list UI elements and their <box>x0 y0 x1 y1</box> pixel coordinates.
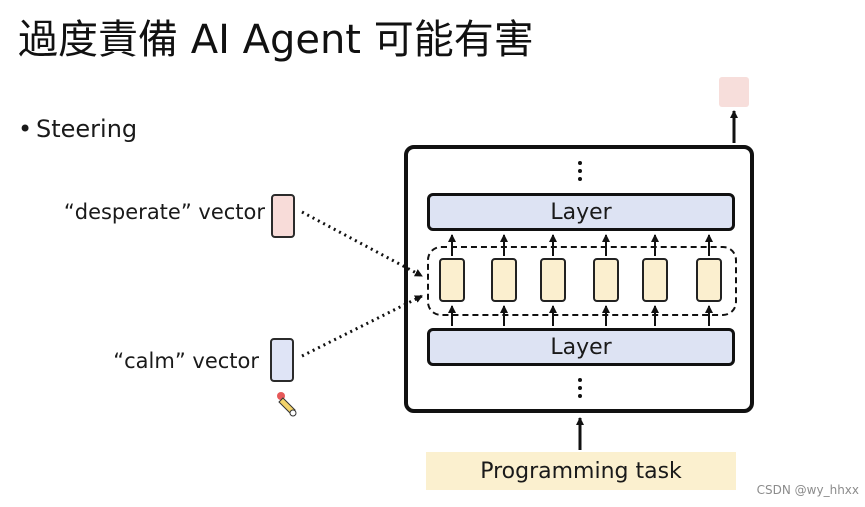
calm-vector-label: “calm” vector <box>113 349 259 373</box>
bullet-text: Steering <box>36 115 138 143</box>
bullet-dot-icon: • <box>18 115 33 143</box>
pen-cursor-icon <box>277 392 297 417</box>
hidden-state-group <box>427 246 737 316</box>
desperate-vector-box <box>271 194 295 238</box>
desperate-vector-label: “desperate” vector <box>63 200 265 224</box>
output-box <box>719 77 749 107</box>
bullet-steering: •Steering <box>18 112 137 146</box>
hidden-state-token <box>491 258 517 302</box>
hidden-state-token <box>642 258 668 302</box>
watermark: CSDN @wy_hhxx <box>756 483 859 497</box>
hidden-state-token <box>593 258 619 302</box>
programming-task-box: Programming task <box>426 452 736 490</box>
slide-title: 過度責備 AI Agent 可能有害 <box>18 17 534 63</box>
calm-vector-box <box>270 338 294 382</box>
layer-bottom: Layer <box>427 328 735 366</box>
layer-top: Layer <box>427 193 735 231</box>
model-box <box>404 145 754 413</box>
hidden-state-token <box>439 258 465 302</box>
hidden-state-token <box>696 258 722 302</box>
hidden-state-token <box>540 258 566 302</box>
